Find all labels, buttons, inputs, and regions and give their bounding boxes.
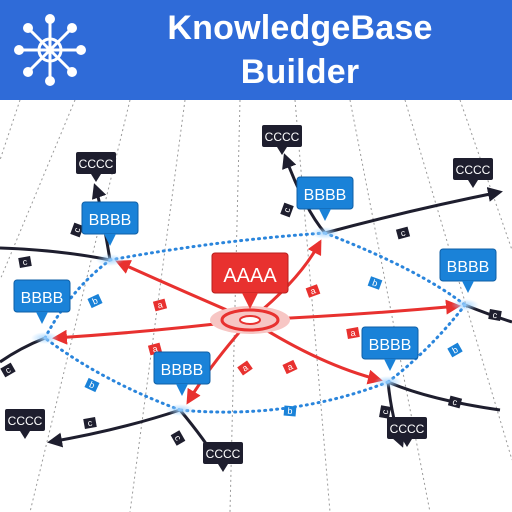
svg-text:c: c bbox=[452, 397, 459, 408]
app-title-line1: KnowledgeBase bbox=[167, 9, 433, 47]
svg-text:a: a bbox=[240, 362, 250, 373]
mid-ring-edges bbox=[43, 231, 467, 414]
svg-text:a: a bbox=[286, 361, 295, 372]
svg-text:BBBB: BBBB bbox=[21, 290, 64, 307]
svg-text:CCCC: CCCC bbox=[390, 422, 425, 436]
svg-text:a: a bbox=[156, 300, 163, 311]
edge-tags-c: c c c c c c c c c c bbox=[0, 202, 502, 446]
svg-text:c: c bbox=[173, 434, 184, 443]
svg-text:BBBB: BBBB bbox=[304, 187, 347, 204]
outer-node[interactable]: CCCC bbox=[76, 152, 116, 182]
svg-text:a: a bbox=[350, 328, 357, 339]
svg-text:BBBB: BBBB bbox=[369, 337, 412, 354]
svg-text:CCCC: CCCC bbox=[8, 414, 43, 428]
svg-text:b: b bbox=[91, 295, 100, 306]
svg-text:c: c bbox=[22, 257, 29, 268]
mid-node[interactable]: BBBB bbox=[153, 351, 211, 396]
svg-text:CCCC: CCCC bbox=[265, 130, 300, 144]
svg-text:CCCC: CCCC bbox=[79, 157, 114, 171]
outer-node[interactable]: CCCC bbox=[203, 442, 243, 472]
mid-node[interactable]: BBBB bbox=[439, 248, 497, 293]
svg-text:c: c bbox=[492, 310, 499, 321]
svg-text:a: a bbox=[309, 285, 317, 296]
outer-node[interactable]: CCCC bbox=[453, 158, 493, 188]
node-glows bbox=[31, 227, 479, 416]
mid-node[interactable]: BBBB bbox=[13, 279, 71, 324]
outer-node[interactable]: CCCC bbox=[387, 417, 427, 447]
svg-text:b: b bbox=[371, 277, 379, 288]
mid-node[interactable]: BBBB bbox=[361, 326, 419, 371]
network-icon bbox=[14, 14, 86, 86]
svg-text:c: c bbox=[400, 227, 407, 238]
svg-text:b: b bbox=[88, 379, 97, 390]
center-node[interactable]: AAAA bbox=[211, 252, 289, 309]
app-title-line2: Builder bbox=[240, 53, 360, 91]
svg-text:b: b bbox=[287, 406, 293, 416]
knowledge-graph: a a a a a a b b b b b c c c c c c c c c … bbox=[0, 100, 512, 512]
center-node-target[interactable] bbox=[210, 306, 290, 334]
svg-text:c: c bbox=[87, 418, 94, 429]
outer-node[interactable]: CCCC bbox=[262, 125, 302, 155]
edge-tags-b: b b b b b bbox=[84, 276, 463, 417]
svg-text:BBBB: BBBB bbox=[89, 212, 132, 229]
svg-text:c: c bbox=[282, 206, 293, 214]
svg-text:CCCC: CCCC bbox=[206, 447, 241, 461]
svg-text:c: c bbox=[380, 408, 391, 415]
mid-node[interactable]: BBBB bbox=[81, 201, 139, 246]
svg-text:c: c bbox=[4, 364, 13, 375]
svg-text:BBBB: BBBB bbox=[447, 259, 490, 276]
outer-node[interactable]: CCCC bbox=[5, 409, 45, 439]
svg-text:b: b bbox=[450, 344, 459, 355]
header-banner: KnowledgeBase Builder bbox=[0, 0, 512, 100]
mid-node[interactable]: BBBB bbox=[296, 176, 354, 221]
svg-text:CCCC: CCCC bbox=[456, 163, 491, 177]
svg-text:BBBB: BBBB bbox=[161, 362, 204, 379]
edge-tags-a: a a a a a a bbox=[147, 284, 360, 376]
svg-text:c: c bbox=[72, 226, 83, 234]
svg-text:AAAA: AAAA bbox=[223, 265, 277, 287]
svg-text:a: a bbox=[151, 344, 158, 355]
